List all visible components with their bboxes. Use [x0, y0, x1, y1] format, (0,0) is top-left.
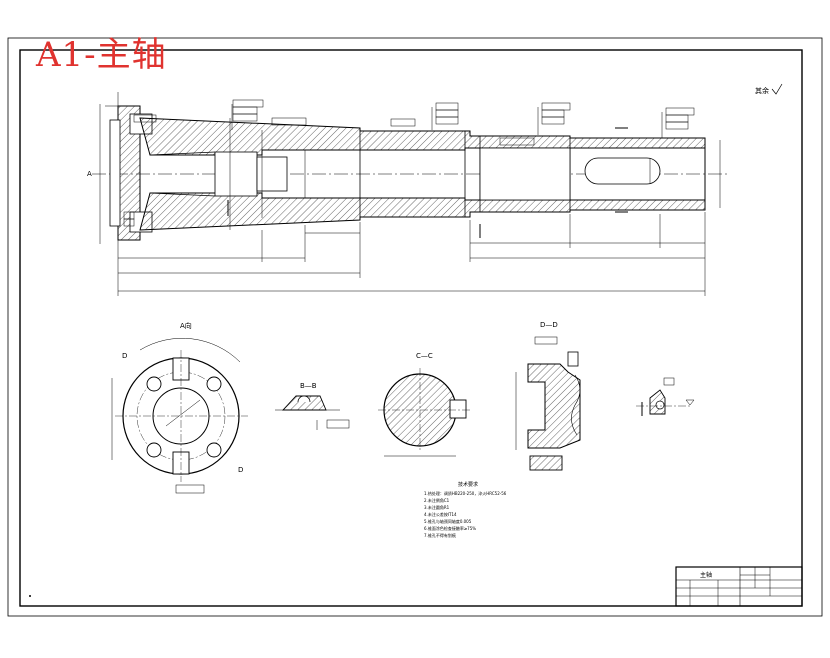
c-view-label: C—C: [416, 352, 433, 360]
overlay-title: A1-主轴: [36, 35, 167, 75]
svg-text:D: D: [122, 352, 127, 360]
title-block-part-name: 主轴: [700, 571, 712, 579]
tech-requirements: 技术要求 1.热处理：调质HB220-250，淬火HRC52-56 2.未注倒角…: [424, 481, 507, 538]
tech-req-line: 6.锥面涂色检查接触率≥75%: [424, 525, 476, 531]
b-view-label: B—B: [300, 382, 317, 390]
dimension-lines: [99, 104, 721, 296]
tech-req-line: 3.未注圆角R1: [424, 504, 450, 510]
shaft-upper-wall: [139, 117, 706, 156]
d-view-label: D—D: [540, 321, 558, 329]
roughness-note: 其余: [755, 83, 783, 95]
outer-sheet-border: [7, 37, 823, 617]
c-c-keyway: [449, 399, 467, 419]
tech-req-line: 2.未注倒角C1: [424, 497, 450, 503]
svg-text:D: D: [238, 466, 243, 474]
tech-req-line: 1.热处理：调质HB220-250，淬火HRC52-56: [424, 490, 507, 496]
tolerance-frames: [105, 92, 695, 227]
svg-text:A: A: [87, 170, 92, 178]
detail-view: [636, 377, 695, 416]
roughness-note-text: 其余: [755, 86, 769, 95]
tech-req-line: 7.锥孔不得有划痕: [424, 532, 456, 538]
inner-drawing-frame: [19, 49, 803, 607]
b-b-section: B—B: [275, 382, 350, 430]
a-view: A向 D D: [111, 321, 248, 494]
tech-req-line: 4.未注公差按IT14: [424, 511, 457, 517]
tech-req-line: 5.锥孔与轴颈同轴度0.005: [424, 518, 472, 524]
section-marks: A: [87, 127, 628, 238]
keyway-slot: [584, 157, 661, 185]
title-block: 主轴: [675, 566, 803, 607]
shaft-main-view: A: [87, 92, 730, 296]
tech-req-title: 技术要求: [458, 481, 478, 488]
c-c-section: C—C: [378, 352, 470, 457]
d-d-section: D—D: [515, 321, 581, 471]
a-view-label: A向: [180, 321, 192, 330]
